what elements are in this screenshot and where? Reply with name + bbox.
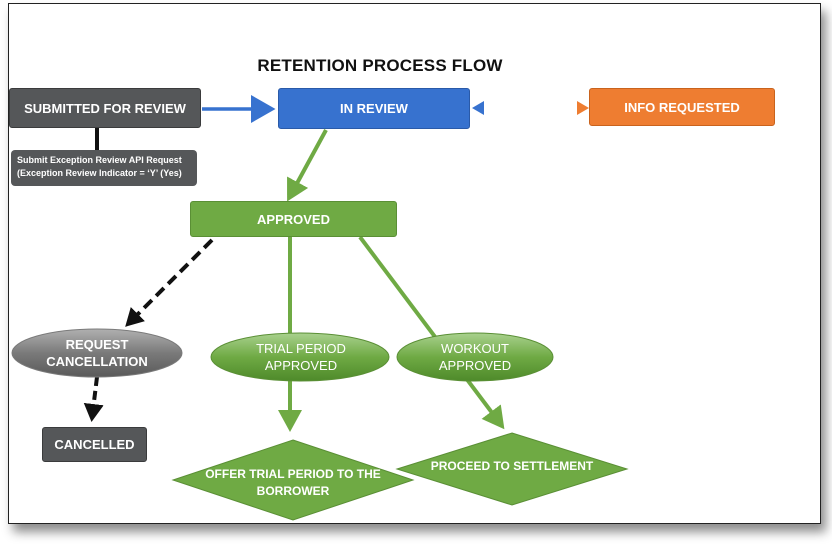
arrow-approved-to-settlement	[358, 235, 505, 430]
exception-review-note: Submit Exception Review API Request (Exc…	[11, 150, 197, 186]
arrowhead-to-info	[577, 101, 589, 115]
arrow-review-to-approved	[287, 129, 328, 202]
arrowhead-to-review	[472, 101, 484, 115]
in-review-box: IN REVIEW	[278, 88, 470, 129]
diagram-title: RETENTION PROCESS FLOW	[257, 56, 503, 75]
submitted-for-review-box: SUBMITTED FOR REVIEW	[9, 88, 201, 128]
workout-oval	[396, 332, 554, 382]
cancelled-box: CANCELLED	[42, 427, 147, 462]
approved-box: APPROVED	[190, 201, 397, 237]
trial-period-oval	[210, 332, 390, 382]
request-cancellation-oval	[11, 328, 183, 378]
arrow-cancellation-to-cancelled	[83, 376, 104, 422]
arrow-approved-to-cancellation	[125, 238, 214, 327]
info-requested-box: INFO REQUESTED	[589, 88, 775, 126]
note-line-1: Submit Exception Review API Request	[17, 155, 182, 165]
offer-trial-diamond	[171, 439, 415, 521]
settlement-diamond	[395, 432, 629, 506]
note-line-2: (Exception Review Indicator = ‘Y’ (Yes)	[17, 168, 182, 178]
